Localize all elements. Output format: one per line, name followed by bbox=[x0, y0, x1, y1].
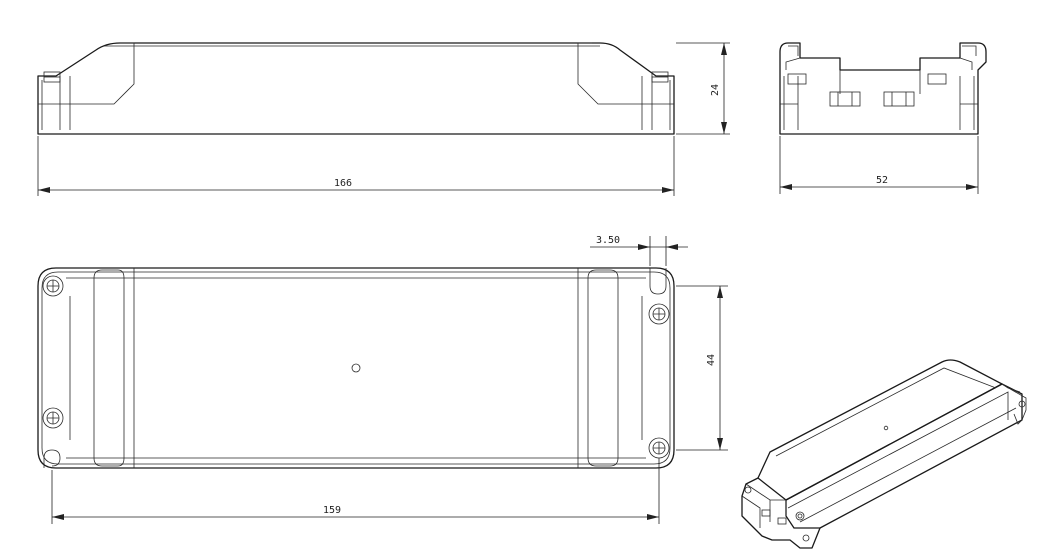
screw-icon bbox=[1018, 400, 1026, 408]
dimension-label-159: 159 bbox=[323, 505, 341, 516]
dimension-hole-offset: 3.50 bbox=[590, 235, 688, 266]
dimension-label-166: 166 bbox=[334, 178, 352, 189]
dimension-length-166: 166 bbox=[37, 136, 675, 196]
mounting-slot bbox=[649, 268, 667, 295]
dimension-width-44: 44 bbox=[676, 285, 728, 451]
dimension-label-3-50: 3.50 bbox=[596, 235, 620, 246]
screw-icon bbox=[42, 407, 64, 429]
dimension-label-24: 24 bbox=[710, 84, 721, 96]
center-hole bbox=[883, 425, 889, 431]
top-view bbox=[37, 267, 675, 469]
screw-icon bbox=[42, 275, 64, 297]
dimension-pitch-159: 159 bbox=[51, 458, 660, 524]
screw-icon bbox=[744, 486, 752, 494]
screw-icon bbox=[648, 303, 670, 325]
dimension-width-52: 52 bbox=[779, 136, 979, 194]
screw-icon bbox=[795, 511, 805, 521]
dimension-label-44: 44 bbox=[706, 354, 717, 366]
center-hole bbox=[351, 363, 361, 373]
dimension-label-52: 52 bbox=[876, 175, 888, 186]
end-view bbox=[779, 42, 987, 135]
front-view bbox=[37, 42, 675, 135]
screw-icon bbox=[648, 437, 670, 459]
screw-icon bbox=[802, 534, 810, 542]
mounting-slot bbox=[43, 449, 61, 468]
dimension-height-24: 24 bbox=[676, 42, 730, 135]
isometric-view bbox=[741, 359, 1027, 549]
